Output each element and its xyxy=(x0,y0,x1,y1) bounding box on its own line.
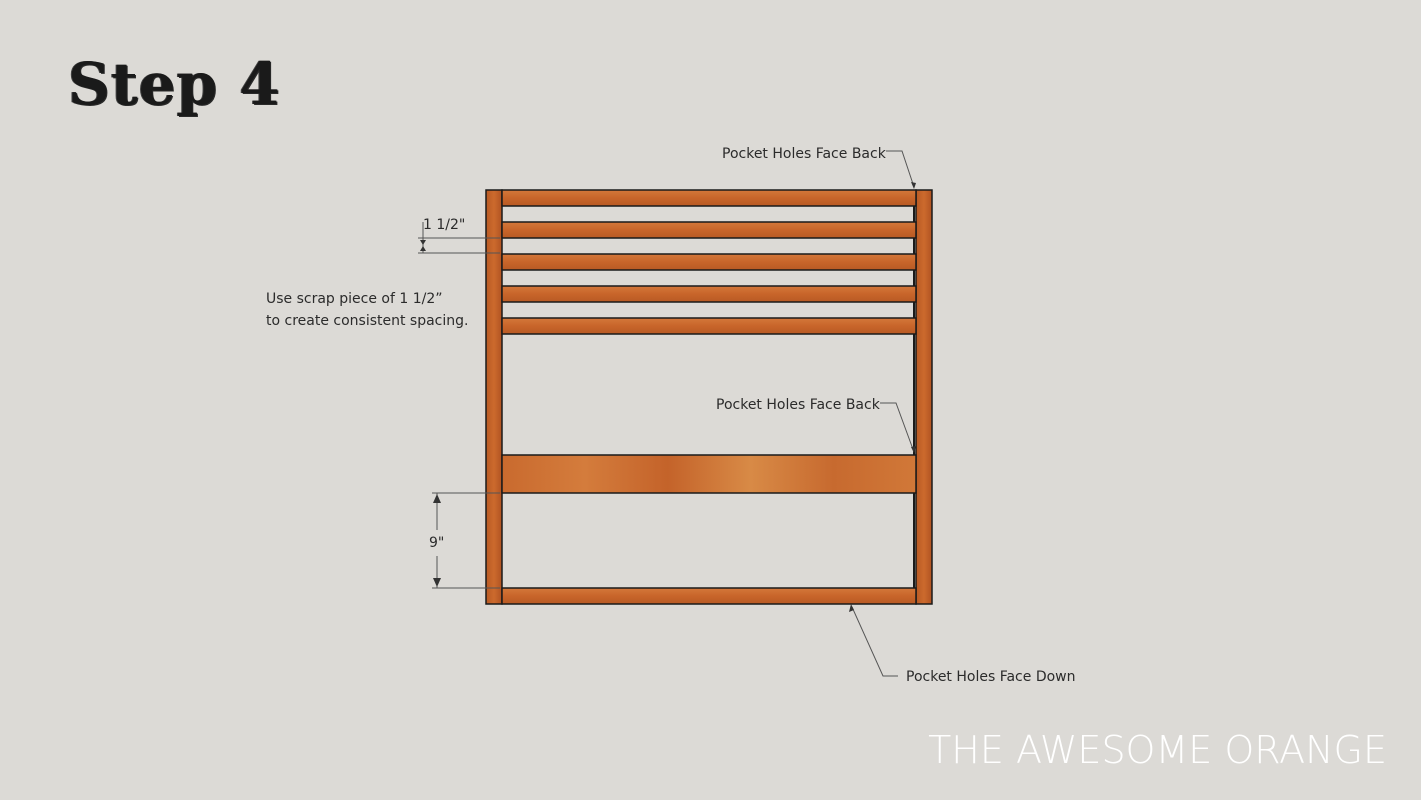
label-pocket-holes-bottom: Pocket Holes Face Down xyxy=(906,669,1076,685)
slat xyxy=(501,221,917,239)
spacing-note: Use scrap piece of 1 1/2” to create cons… xyxy=(266,288,468,332)
left-leg xyxy=(485,189,503,605)
dimension-bottom-gap: 9" xyxy=(429,535,445,551)
slat xyxy=(501,253,917,271)
bottom-rail xyxy=(501,587,917,605)
middle-rail xyxy=(501,454,917,494)
slat xyxy=(501,285,917,303)
slat-gap-dimension xyxy=(418,222,500,254)
note-line-2: to create consistent spacing. xyxy=(266,313,469,329)
right-leg xyxy=(915,189,933,605)
label-pocket-holes-top: Pocket Holes Face Back xyxy=(722,146,886,162)
leader-middle-right xyxy=(880,402,916,453)
note-line-1: Use scrap piece of 1 1/2” xyxy=(266,291,443,307)
label-pocket-holes-middle: Pocket Holes Face Back xyxy=(716,397,880,413)
brand-logo: THE AWESOME ORANGE xyxy=(928,728,1387,772)
slat xyxy=(501,317,917,335)
dimension-slat-gap: 1 1/2" xyxy=(423,217,466,233)
leader-top-right xyxy=(886,150,916,189)
step-title: Step 4 xyxy=(68,50,281,118)
leader-bottom xyxy=(849,604,898,677)
top-rail xyxy=(501,189,917,207)
bottom-gap-dimension xyxy=(432,492,500,589)
